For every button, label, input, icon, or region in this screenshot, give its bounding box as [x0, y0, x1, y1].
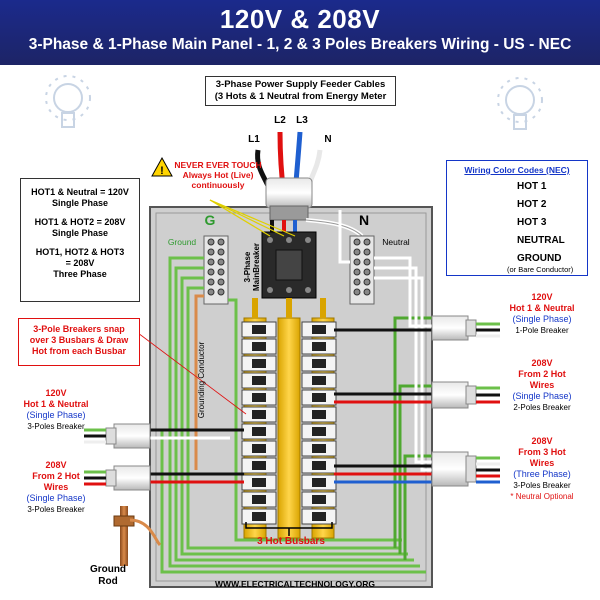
left-1-desc: Hot 1 & Neutral	[23, 399, 89, 409]
left-label-1: 120V Hot 1 & Neutral (Single Phase) 3-Po…	[14, 388, 98, 432]
snap-line-1: 3-Pole Breakers snap	[33, 324, 125, 334]
label-l3: L3	[296, 115, 308, 126]
right-1-volt: 120V	[531, 292, 553, 302]
voltage-box: HOT1 & Neutral = 120V Single Phase HOT1 …	[20, 178, 140, 302]
neutral-letter: N	[358, 212, 370, 228]
header-banner: 120V & 208V 3-Phase & 1-Phase Main Panel…	[0, 0, 600, 65]
left-2-phase: (Single Phase)	[26, 493, 86, 503]
snap-line-2: over 3 Busbars & Draw	[29, 335, 129, 345]
legend-neutral: NEUTRAL	[517, 235, 565, 246]
warning-icon: !	[151, 156, 173, 177]
left-label-2: 208V From 2 Hot Wires (Single Phase) 3-P…	[14, 460, 98, 515]
snap-note: 3-Pole Breakers snap over 3 Busbars & Dr…	[18, 318, 140, 366]
snap-line-3: Hot from each Busbar	[31, 346, 127, 356]
bulb-icon	[497, 77, 543, 130]
subtitle: 3-Phase & 1-Phase Main Panel - 1, 2 & 3 …	[28, 36, 572, 53]
svg-text:!: !	[160, 165, 164, 177]
ground-wires	[150, 256, 432, 574]
voltage-c1: HOT1, HOT2 & HOT3	[35, 247, 125, 257]
ground-bar	[203, 235, 229, 305]
bulb-icon	[45, 75, 91, 128]
right-3-desc1: From 3 Hot	[518, 447, 566, 457]
warning-line-3: continuously	[191, 180, 245, 190]
right-label-2: 208V From 2 Hot Wires (Single Phase) 2-P…	[490, 358, 594, 413]
right-1-desc: Hot 1 & Neutral	[509, 303, 575, 313]
warning-text: NEVER EVER TOUCH Always Hot (Live) conti…	[170, 160, 266, 190]
label-n: N	[324, 134, 332, 145]
conduit-right-2	[431, 381, 500, 409]
ground-rod	[113, 506, 162, 566]
feeder-subtitle: (3 Hots & 1 Neutral from Energy Meter	[214, 91, 387, 102]
right-3-breaker: 3-Poles Breaker	[513, 481, 571, 490]
right-1-phase: (Single Phase)	[512, 314, 572, 324]
grounding-conductor-label: Grounding Conductor	[197, 341, 206, 419]
voltage-a1: HOT1 & Neutral = 120V	[31, 187, 129, 197]
right-2-desc2: Wires	[529, 380, 555, 390]
voltage-a2: Single Phase	[51, 198, 109, 208]
left-2-volt: 208V	[45, 460, 67, 470]
ground-letter: G	[204, 212, 216, 228]
warning-line-2: Always Hot (Live)	[182, 170, 254, 180]
legend-title: Wiring Color Codes (NEC)	[464, 165, 570, 175]
right-3-note: * Neutral Optional	[510, 492, 574, 501]
voltage-b1: HOT1 & HOT2 = 208V	[34, 217, 126, 227]
left-2-desc2: Wires	[43, 482, 69, 492]
left-2-desc1: From 2 Hot	[32, 471, 80, 481]
branch-circuit-wires	[150, 328, 432, 484]
feeder-label: 3-Phase Power Supply Feeder Cables (3 Ho…	[205, 76, 396, 106]
warning-line-1: NEVER EVER TOUCH	[174, 160, 262, 170]
left-1-volt: 120V	[45, 388, 67, 398]
ground-rod-label: Ground Rod	[78, 564, 138, 588]
busbar-label: 3 Hot Busbars	[257, 536, 325, 547]
neutral-wires	[150, 210, 432, 472]
ground-rod-line-2: Rod	[98, 576, 118, 587]
ground-rod-line-1: Ground	[89, 564, 127, 575]
left-1-phase: (Single Phase)	[26, 410, 86, 420]
right-3-desc2: Wires	[529, 458, 555, 468]
voltage-c2: = 208V	[65, 258, 95, 268]
right-2-phase: (Single Phase)	[512, 391, 572, 401]
right-label-3: 208V From 3 Hot Wires (Three Phase) 3-Po…	[490, 436, 594, 502]
conduit-left-2	[84, 465, 151, 491]
neutral-bar	[349, 235, 375, 305]
legend-hot2: HOT 2	[517, 199, 547, 210]
legend-ground: GROUND	[517, 253, 562, 264]
right-3-phase: (Three Phase)	[513, 469, 571, 479]
main-breaker-line-2: MainBreaker	[252, 242, 261, 292]
feeder-title: 3-Phase Power Supply Feeder Cables	[215, 79, 386, 90]
website: WWW.ELECTRICALTECHNOLOGY.ORG	[215, 579, 375, 589]
right-2-breaker: 2-Poles Breaker	[513, 403, 571, 412]
legend-hot1: HOT 1	[517, 181, 547, 192]
breaker-grid	[241, 321, 337, 525]
right-label-1: 120V Hot 1 & Neutral (Single Phase) 1-Po…	[490, 292, 594, 336]
neutral-label: Neutral	[382, 237, 410, 247]
legend-hot3: HOT 3	[517, 217, 547, 228]
main-breaker-line-1: 3-Phase	[243, 251, 252, 283]
conduit-left-1	[84, 423, 151, 449]
feeder-cable	[255, 131, 364, 238]
ground-label: Ground	[167, 237, 197, 247]
right-2-desc1: From 2 Hot	[518, 369, 566, 379]
legend: Wiring Color Codes (NEC) HOT 1 HOT 2 HOT…	[446, 160, 588, 276]
right-1-breaker: 1-Pole Breaker	[515, 326, 569, 335]
main-breaker-label: 3-Phase MainBreaker	[243, 237, 261, 297]
right-2-volt: 208V	[531, 358, 553, 368]
label-l2: L2	[274, 115, 286, 126]
voltage-c3: Three Phase	[53, 269, 107, 279]
label-l1: L1	[248, 134, 260, 145]
title: 120V & 208V	[219, 4, 381, 34]
conduit-right-3	[431, 451, 500, 487]
left-2-breaker: 3-Poles Breaker	[27, 505, 85, 514]
left-1-breaker: 3-Poles Breaker	[27, 422, 85, 431]
voltage-b2: Single Phase	[51, 228, 109, 238]
legend-ground-note: (or Bare Conductor)	[507, 265, 574, 274]
right-3-volt: 208V	[531, 436, 553, 446]
conduit-right-1	[431, 315, 500, 341]
